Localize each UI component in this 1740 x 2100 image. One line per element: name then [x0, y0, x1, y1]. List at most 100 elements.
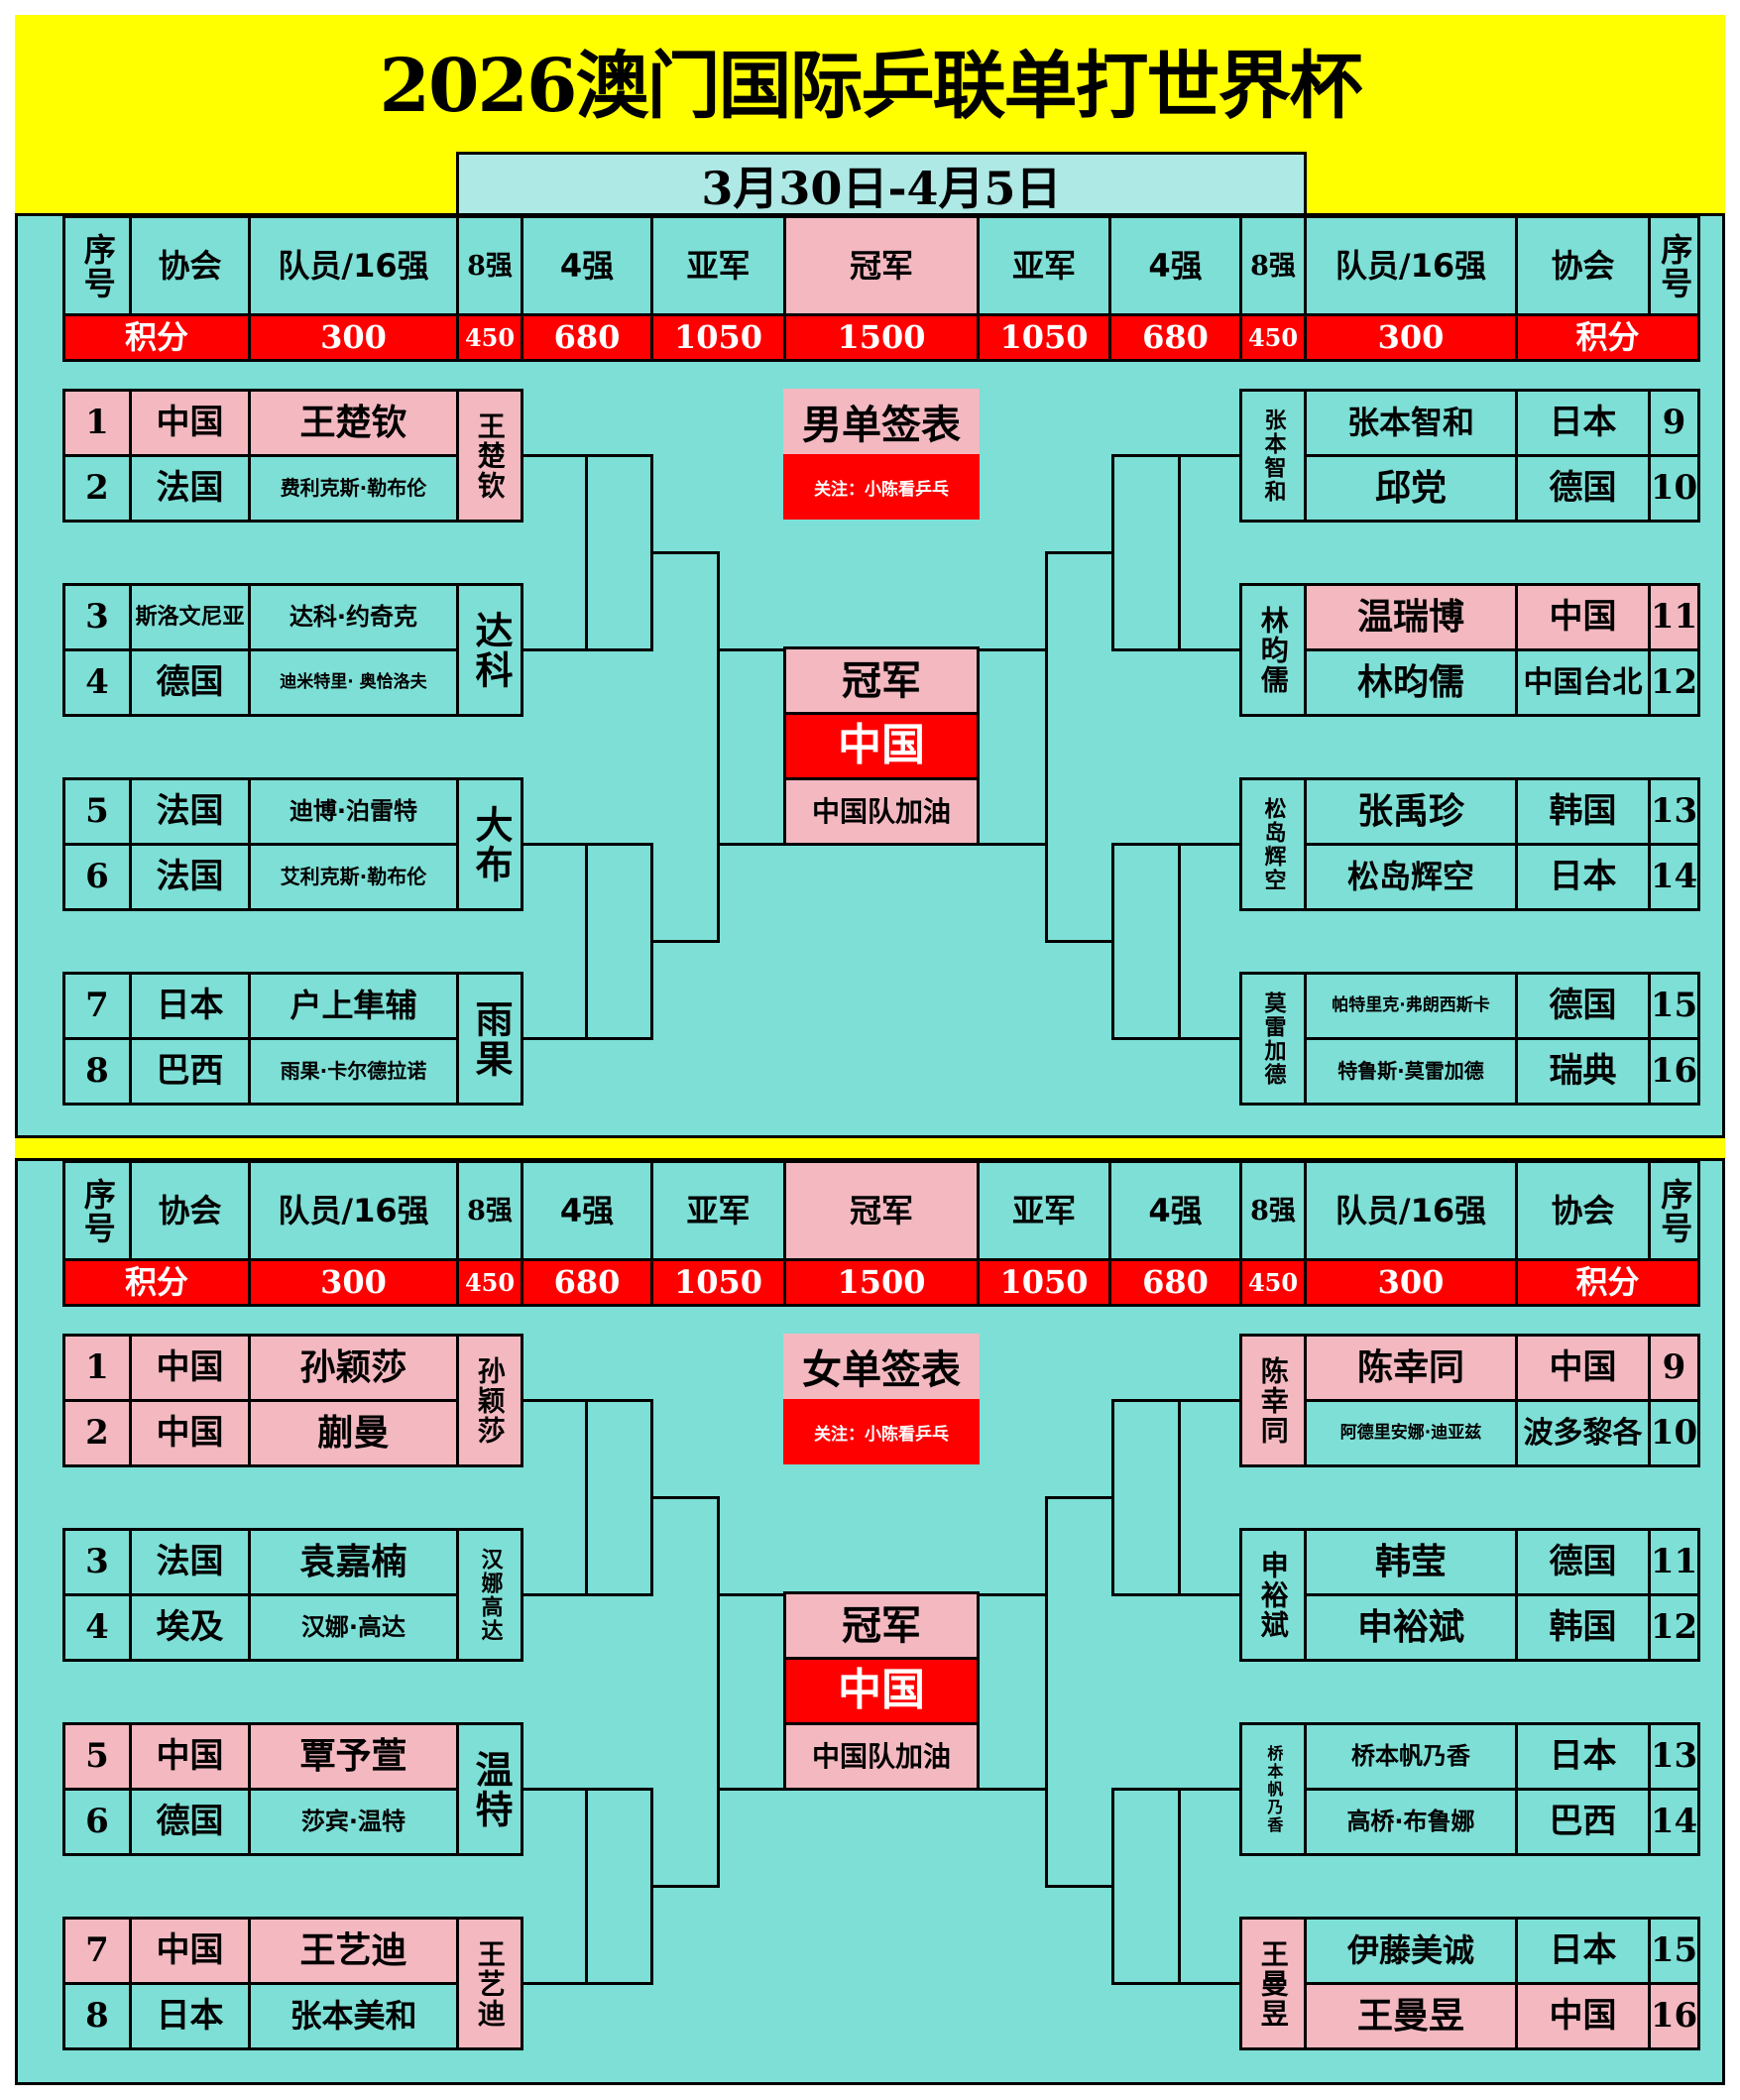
player-name-cell: 特鲁斯·莫雷加德 [1304, 1037, 1518, 1106]
round16-winner-cell: 汉娜高达 [456, 1528, 523, 1662]
header-left-2: 队员/16强 [248, 215, 459, 318]
player-name-cell: 王艺迪 [248, 1917, 459, 1985]
champion-label: 冠军 [783, 1591, 980, 1660]
header-champion: 冠军 [783, 215, 980, 318]
bracket-line [717, 1496, 720, 1888]
player-name-cell-text: 温瑞博 [1356, 596, 1464, 638]
bracket-line [1111, 1788, 1178, 1791]
player-name-cell: 林昀儒 [1304, 648, 1518, 717]
seed-cell-text: 7 [85, 985, 109, 1025]
seed-cell: 11 [1648, 1528, 1700, 1596]
header-left-2-text: 队员/16强 [278, 247, 429, 286]
seed-cell-text: 3 [85, 1541, 109, 1581]
header-left-1: 协会 [129, 215, 251, 318]
draw-title: 女单签表 [783, 1334, 980, 1399]
association-cell: 中国 [1515, 1334, 1651, 1402]
bracket-line [717, 1788, 783, 1791]
player-name-cell: 申裕斌 [1304, 1593, 1518, 1662]
player-name-cell-text: 张禹珍 [1356, 790, 1464, 832]
association-cell: 德国 [129, 1788, 251, 1856]
seed-cell-text: 5 [85, 1735, 109, 1776]
points-right-2-text: 450 [1247, 1267, 1299, 1297]
seed-cell-text: 1 [85, 1346, 109, 1387]
association-cell: 中国 [129, 1722, 251, 1791]
association-cell-text: 德国 [1549, 1541, 1617, 1581]
header-right-4-text: 协会 [1551, 1192, 1615, 1230]
seed-cell-text: 4 [85, 1606, 109, 1647]
header-right-5: 序号 [1648, 1160, 1700, 1263]
player-name-cell-text: 王楚钦 [299, 402, 407, 443]
round16-winner-cell: 申裕斌 [1239, 1528, 1307, 1662]
association-cell-text: 德国 [156, 1801, 224, 1841]
round16-winner-cell: 王艺迪 [456, 1917, 523, 2050]
bracket-line [1178, 1788, 1239, 1791]
seed-cell: 14 [1648, 843, 1700, 911]
seed-cell-text: 12 [1650, 661, 1698, 702]
header-right-0: 亚军 [977, 215, 1111, 318]
player-name-cell: 伊藤美诚 [1304, 1917, 1518, 1985]
player-name-cell-text: 张本美和 [290, 1996, 417, 2035]
player-name-cell-text: 帕特里克·弗朗西斯卡 [1332, 994, 1490, 1015]
bracket-line [585, 1037, 650, 1040]
points-left-0-text: 300 [320, 317, 387, 356]
bracket-line [523, 1593, 585, 1596]
header-right-0-text: 亚军 [1011, 247, 1076, 286]
header-left-1: 协会 [129, 1160, 251, 1263]
association-cell: 中国 [129, 389, 251, 457]
bracket-line [523, 843, 585, 846]
seed-cell: 10 [1648, 1399, 1700, 1467]
bracket-line [1045, 551, 1048, 943]
player-name-cell-text: 张本智和 [1346, 403, 1474, 441]
bracket-line [1111, 1399, 1114, 1596]
association-cell: 中国 [1515, 1982, 1651, 2050]
header-champion-text: 冠军 [849, 1192, 913, 1230]
association-cell-text: 中国 [156, 1929, 224, 1970]
player-name-cell: 艾利克斯·勒布伦 [248, 843, 459, 911]
player-name-cell: 孙颖莎 [248, 1334, 459, 1402]
bracket-line [1178, 1593, 1239, 1596]
bracket-line [1045, 1496, 1111, 1499]
round16-winner-cell-text: 王曼昱 [1256, 1938, 1290, 2029]
player-name-cell: 袁嘉楠 [248, 1528, 459, 1596]
player-name-cell: 桥本帆乃香 [1304, 1722, 1518, 1791]
cheer-text: 中国队加油 [783, 777, 980, 846]
seed-cell: 1 [62, 1334, 132, 1402]
seed-cell: 3 [62, 583, 132, 651]
bracket-line [523, 1788, 585, 1791]
bracket-line [1178, 843, 1239, 846]
seed-cell: 2 [62, 1399, 132, 1467]
round16-winner-cell-text: 莫雷加德 [1260, 991, 1286, 1087]
bracket-line [1111, 454, 1178, 457]
seed-cell: 3 [62, 1528, 132, 1596]
seed-cell-text: 14 [1650, 856, 1698, 896]
association-cell: 波多黎各 [1515, 1399, 1651, 1467]
association-cell-text: 中国 [156, 1346, 224, 1387]
points-left-1-text: 450 [464, 322, 516, 352]
player-name-cell: 韩莹 [1304, 1528, 1518, 1596]
header-champion-text: 冠军 [849, 247, 913, 286]
bracket-line [1178, 1788, 1181, 1985]
points-center-text: 1500 [837, 317, 926, 356]
association-cell: 日本 [129, 1982, 251, 2050]
seed-cell-text: 16 [1650, 1995, 1698, 2036]
seed-cell-text: 5 [85, 790, 109, 831]
association-cell-text: 中国 [156, 1412, 224, 1453]
bracket-line [523, 1399, 585, 1402]
seed-cell: 2 [62, 454, 132, 523]
round16-winner-cell-text: 孙颖莎 [473, 1355, 507, 1446]
header-right-3: 队员/16强 [1304, 215, 1518, 318]
points-left-3: 1050 [650, 313, 786, 362]
player-name-cell-text: 申裕斌 [1356, 1606, 1464, 1648]
player-name-cell-text: 陈幸同 [1356, 1346, 1464, 1388]
points-left-2: 680 [521, 313, 653, 362]
bracket-line [523, 1982, 585, 1985]
association-cell: 韩国 [1515, 777, 1651, 846]
seed-cell: 4 [62, 648, 132, 717]
round16-winner-cell-text: 汉娜高达 [477, 1547, 503, 1643]
player-name-cell-text: 汉娜·高达 [300, 1612, 406, 1641]
seed-cell: 11 [1648, 583, 1700, 651]
association-cell: 日本 [129, 972, 251, 1040]
points-center: 1500 [783, 1258, 980, 1307]
association-cell-text: 德国 [1549, 985, 1617, 1025]
bracket-line [585, 1982, 650, 1985]
